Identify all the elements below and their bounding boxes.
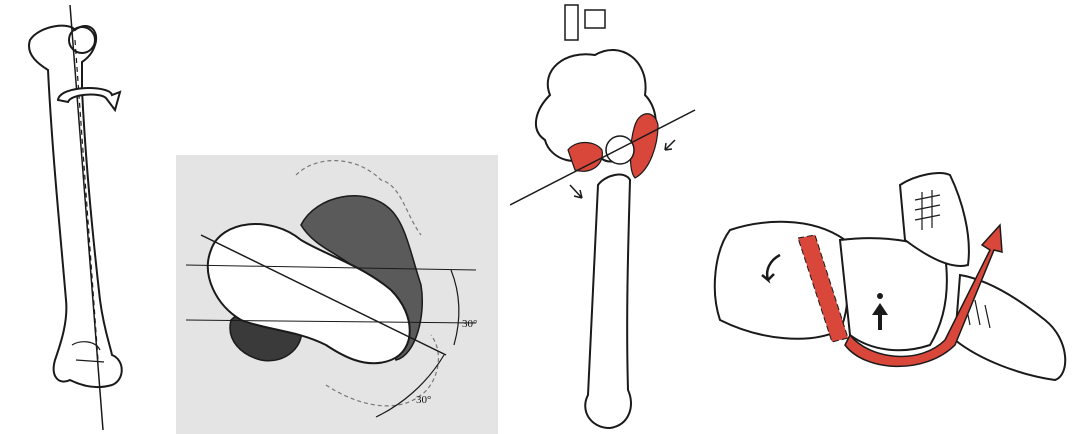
red-highlight-right (630, 114, 658, 178)
femur-rotation-drawing (0, 0, 160, 434)
dot-marker (877, 293, 883, 299)
panel-femur-rotation (0, 0, 160, 434)
pelvis-lateral-drawing (700, 0, 1077, 434)
panel-pelvis-femur-frontal (510, 0, 700, 434)
angle-label-lower: 30° (416, 394, 431, 406)
pelvis-femur-drawing (510, 0, 700, 434)
mechanical-axis-line (70, 5, 103, 430)
femoral-head (606, 136, 634, 164)
arrow-left-icon (570, 185, 582, 198)
femur-shaft (585, 175, 631, 428)
vertebra-top (565, 5, 605, 40)
rotation-arrow-icon (58, 88, 120, 110)
panel-pelvis-lateral (700, 0, 1077, 434)
arrow-right-icon (665, 140, 675, 150)
transverse-section-drawing: 30° 30° (176, 155, 498, 434)
condyle-lines (72, 342, 104, 362)
panel-transverse-section: 30° 30° (176, 155, 498, 434)
angle-label-upper: 30° (462, 318, 477, 330)
